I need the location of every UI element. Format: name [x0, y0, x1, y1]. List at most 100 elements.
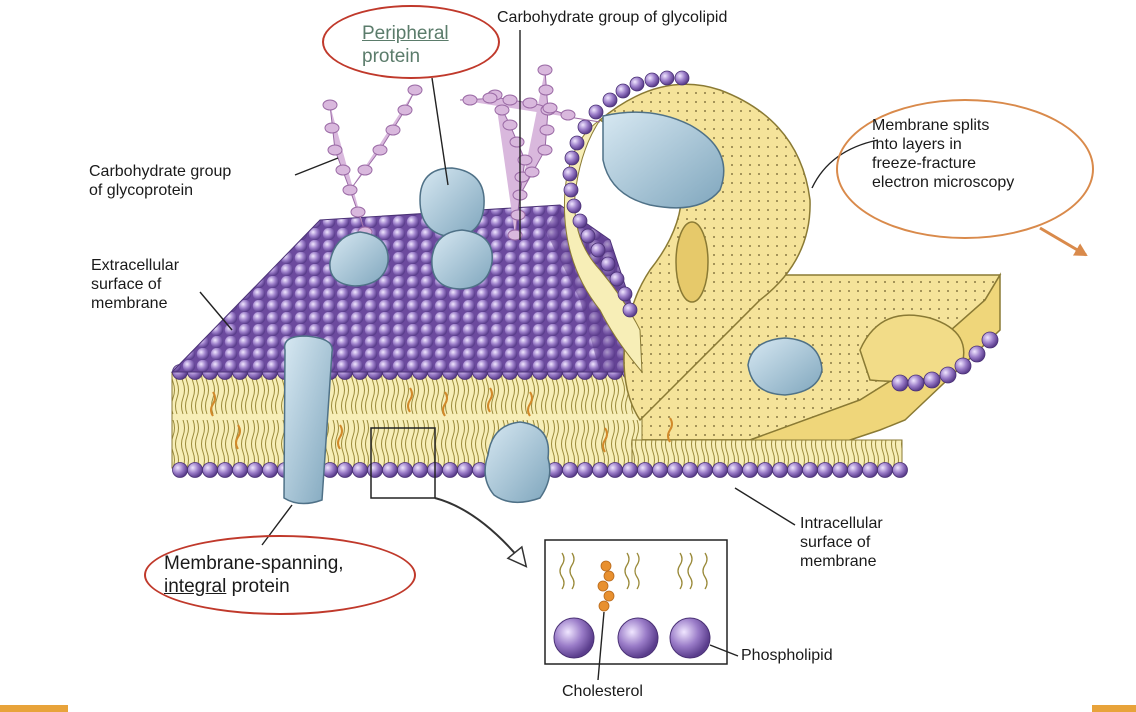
phospholipid-head [397, 462, 413, 478]
label-membrane-splits: Membrane splits into layers in freeze-fr… [872, 117, 1015, 191]
zoom-arrow [434, 497, 528, 568]
label-carbohydrate-glycoprotein: Carbohydrate group of glycoprotein [89, 163, 232, 199]
carbohydrate-bead [372, 144, 388, 156]
cholesterol-molecule [597, 560, 615, 612]
label-integral-protein: Membrane-spanning, integral protein [164, 553, 344, 597]
phospholipid-head [442, 462, 458, 478]
carbohydrate-bead [502, 94, 518, 106]
phospholipid-head [172, 462, 188, 478]
carbohydrate-bead [322, 99, 338, 111]
phospholipid-head [847, 462, 863, 478]
bilayer-cross-section [171, 364, 908, 478]
carbohydrate-bead [327, 144, 343, 156]
carbohydrate-bead [538, 84, 554, 96]
peeled-outer-layer [562, 70, 811, 422]
carbohydrate-bead [522, 97, 538, 109]
phospholipid-head [622, 462, 638, 478]
carbohydrate-bead [537, 144, 553, 156]
carbohydrate-bead [509, 136, 525, 148]
peripheral-protein-lower-shape [431, 229, 493, 290]
phospholipid-head [247, 462, 263, 478]
phospholipid-head [652, 462, 668, 478]
carbohydrate-bead [385, 124, 401, 136]
phospholipid-head [367, 462, 383, 478]
freeze-fracture-annotation-circle [836, 99, 1094, 239]
curl-protein-shape [602, 111, 725, 209]
phospholipid-head [607, 462, 623, 478]
carbohydrate-bead [397, 104, 413, 116]
phospholipid-head [802, 462, 818, 478]
carbohydrate-bead [524, 166, 540, 178]
proteins [283, 167, 551, 505]
label-cholesterol: Cholesterol [562, 683, 643, 700]
label-peripheral-protein: Peripheral protein [362, 23, 449, 67]
carbohydrate-bead [507, 229, 523, 241]
phospholipid-head [757, 462, 773, 478]
phospholipid-head [817, 462, 833, 478]
phospholipid-head [877, 462, 893, 478]
phospholipid-head [862, 462, 878, 478]
label-phospholipid: Phospholipid [741, 647, 833, 664]
carbohydrate-bead [342, 184, 358, 196]
phospholipid-head [337, 462, 353, 478]
orange-arrow [1039, 226, 1088, 257]
carbohydrate-bead [542, 102, 558, 114]
label-extracellular-surface: Extracellular surface of membrane [91, 257, 180, 312]
phospholipid-head [772, 462, 788, 478]
phospholipid-heads-right [891, 331, 999, 392]
carbohydrate-bead [502, 119, 518, 131]
carbohydrate-bead [335, 164, 351, 176]
phospholipid-head [382, 462, 398, 478]
phospholipid-head [787, 462, 803, 478]
detail-selection-box [370, 427, 436, 499]
phospholipid-head [262, 462, 278, 478]
phospholipid-head [217, 462, 233, 478]
glycoprotein-shape [329, 231, 389, 287]
phospholipid-head [562, 462, 578, 478]
phospholipid-head [892, 462, 908, 478]
carbohydrate-bead [350, 206, 366, 218]
carbohydrate-bead [517, 154, 533, 166]
inset-phospholipid-heads [553, 617, 711, 659]
fracture-protein-shape [747, 337, 823, 396]
carbohydrate-bead [494, 104, 510, 116]
phospholipid-head [187, 462, 203, 478]
bottom-accent-bar-right [1092, 705, 1136, 712]
inset-detail [544, 539, 728, 665]
carbohydrate-bead [537, 64, 553, 76]
carbohydrate-bead [539, 124, 555, 136]
phospholipid-head [457, 462, 473, 478]
phospholipid-head [412, 462, 428, 478]
phospholipid-head [727, 462, 743, 478]
phospholipid-head [202, 462, 218, 478]
integral-protein-shape [283, 335, 333, 505]
carbohydrate-bead [324, 122, 340, 134]
phospholipid-head [592, 462, 608, 478]
carbohydrate-bead [462, 94, 478, 106]
carbohydrate-bead [482, 92, 498, 104]
phospholipid-head [667, 462, 683, 478]
phospholipid-head [352, 462, 368, 478]
label-intracellular-surface: Intracellular surface of membrane [800, 515, 883, 570]
carbohydrate-bead [510, 209, 526, 221]
integral-annotation-circle [144, 535, 416, 615]
phospholipid-heads-curl [562, 70, 690, 318]
phospholipid-head [682, 462, 698, 478]
label-carbohydrate-glycolipid: Carbohydrate group of glycolipid [497, 9, 728, 26]
carbohydrate-bead [407, 84, 423, 96]
phospholipid-head [832, 462, 848, 478]
phospholipid-head [742, 462, 758, 478]
phospholipid-head [577, 462, 593, 478]
peripheral-protein-upper-shape [419, 167, 485, 238]
carbohydrate-bead [357, 164, 373, 176]
phospholipid-head [637, 462, 653, 478]
carbohydrate-bead [560, 109, 576, 121]
phospholipid-head [697, 462, 713, 478]
bottom-accent-bar-left [0, 705, 68, 712]
phospholipid-head [712, 462, 728, 478]
peripheral-annotation-circle [322, 5, 500, 79]
phospholipid-head [232, 462, 248, 478]
membrane-protein-shape [484, 421, 551, 504]
